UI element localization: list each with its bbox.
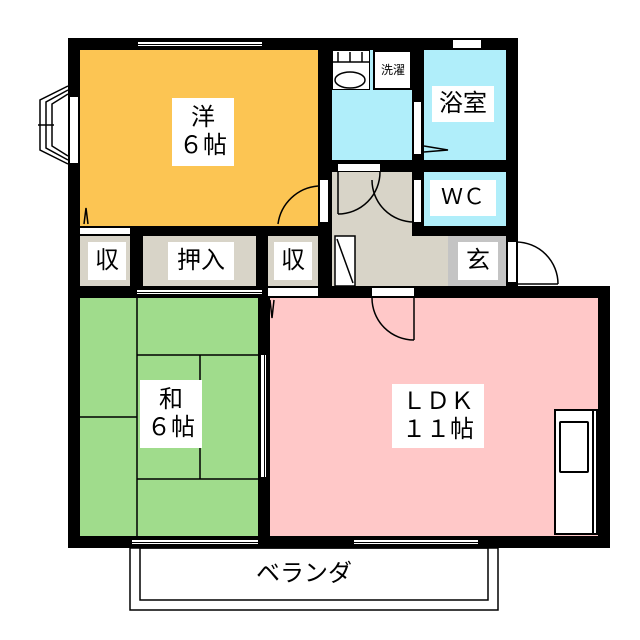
laundry-label: 洗濯	[376, 60, 410, 82]
japanese-room-size: ６帖	[147, 413, 195, 441]
balcony-label: ベランダ	[234, 556, 374, 592]
closet-right-label: 収	[274, 242, 312, 280]
wc-door-opening	[414, 180, 421, 222]
window-bath-top	[453, 40, 481, 48]
hall-door-opening	[338, 164, 380, 171]
sliding-door-japanese-ldk	[259, 355, 268, 477]
ldk-room-label: ＬＤＫ １１帖	[392, 384, 484, 448]
window-japanese-bottom	[132, 538, 258, 546]
ldk-room-type: ＬＤＫ	[402, 387, 474, 416]
window-ldk-bottom	[354, 538, 478, 546]
closet-left-door	[80, 228, 130, 234]
closet-right-door	[268, 288, 318, 296]
bathroom-label: 浴室	[432, 86, 494, 122]
bath-door-opening	[414, 102, 421, 154]
western-room-size: ６帖	[179, 131, 227, 159]
western-door-opening	[320, 180, 328, 222]
ldk-door-opening	[372, 288, 414, 296]
western-room-type: 洋	[191, 103, 215, 132]
bay-window-opening	[70, 97, 78, 163]
closet-left-label: 収	[88, 242, 126, 280]
kitchen-sink	[559, 421, 589, 473]
kitchen-counter-edge	[592, 409, 594, 535]
sliding-door-oshiire	[137, 288, 262, 296]
japanese-room-type: 和	[159, 385, 183, 414]
oshiire-label: 押入	[168, 242, 234, 280]
front-door-opening	[508, 242, 516, 282]
entrance-label: 玄	[458, 242, 498, 280]
ldk-room-size: １１帖	[402, 415, 474, 443]
western-room-label: 洋 ６帖	[172, 98, 234, 166]
japanese-room-label: 和 ６帖	[140, 380, 202, 448]
wc-label: ＷＣ	[430, 180, 496, 216]
window-western-top	[138, 40, 262, 48]
